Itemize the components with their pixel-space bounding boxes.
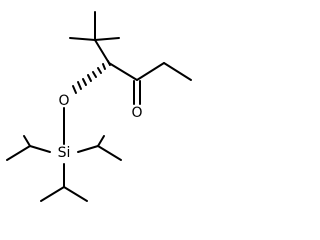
hash-line xyxy=(97,67,102,74)
bond-carbonyl-carbon-to-c2 xyxy=(136,62,165,81)
bond-right-ch-to-methyl-up xyxy=(97,135,105,147)
hash-line xyxy=(77,81,82,90)
bond-quaternary-carbon-to-methyl-right xyxy=(94,37,120,41)
hash-line xyxy=(87,74,92,82)
ether-oxygen-label: O xyxy=(58,93,69,109)
bond-bottom-ch-to-methyl-left xyxy=(40,186,65,202)
bond-c2-to-methyl xyxy=(163,62,192,81)
bond-c4-to-carbonyl-carbon xyxy=(108,62,138,81)
bond-left-ch-to-methyl-down xyxy=(6,145,31,161)
hash-line xyxy=(102,63,106,70)
bond-bottom-ch-to-methyl-right xyxy=(63,186,88,202)
hashed-wedge-bond-c4-to-oxygen xyxy=(72,60,111,94)
bond-silicon-to-left-ch xyxy=(29,145,51,153)
silicon-label: Si xyxy=(58,145,71,161)
bond-quaternary-carbon-to-methyl-left xyxy=(69,37,96,41)
bond-right-ch-to-methyl-down xyxy=(97,145,122,161)
hash-line xyxy=(82,78,87,86)
bond-left-ch-to-methyl-up xyxy=(23,135,31,147)
bond-silicon-to-right-ch xyxy=(77,145,99,153)
hash-line xyxy=(72,85,77,94)
carbonyl-oxygen-label: O xyxy=(131,105,142,121)
bond-quaternary-carbon-to-c4 xyxy=(94,39,110,64)
hash-line xyxy=(92,71,97,78)
chemical-structure: O Si O xyxy=(6,11,192,202)
